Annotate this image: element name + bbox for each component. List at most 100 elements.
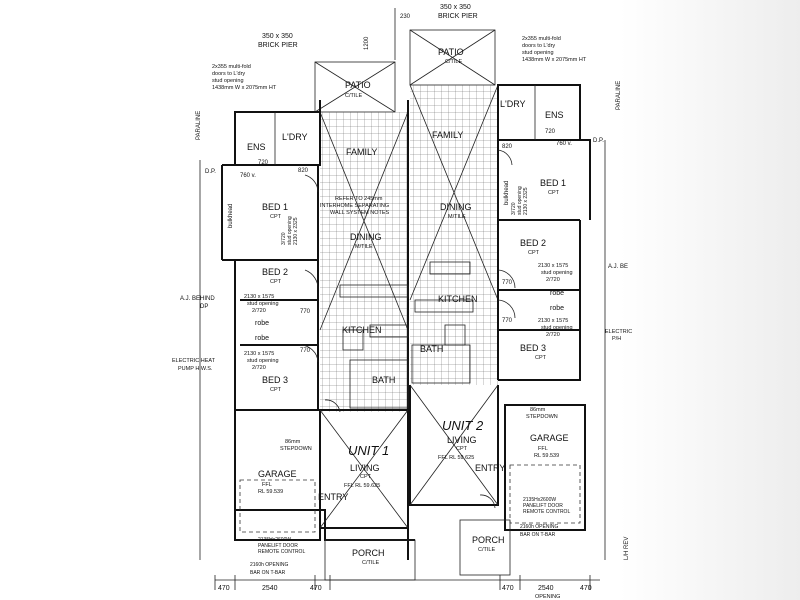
unit-2-porch-floor: C/TILE [478,547,495,553]
dim-1200: 1200 [364,36,370,50]
unit-1-living-rl: FFL RL 59.625 [344,483,380,489]
dim-bottom-right-3: 470 [580,585,592,592]
unit-1-garage-ffl: FFL [262,482,272,488]
unit-1-family-label: FAMILY [346,147,377,157]
unit-2-bed3-stud-2: stud opening [541,325,573,331]
unit-1-robe-1: robe [255,320,269,327]
unit-2-kitchen-label: KITCHEN [438,294,478,304]
unit-1-kitchen-label: KITCHEN [342,325,382,335]
unit-2-dining-floor: M/TILE [448,214,466,220]
unit-2-bed1-cpt: CPT [548,190,560,196]
unit-2-paraline: PARALINE [616,81,622,110]
unit-1-heat-pump-2: PUMP H.W.S. [178,366,213,372]
unit-1-bed1-cpt: CPT [270,214,282,220]
unit-2-bed1-stud: 3/720 [511,202,517,215]
unit-1-bed3-stud-2: stud opening [247,358,279,364]
unit-2-window-720: 720 [545,129,556,135]
unit-2-bulkhead: bulkhead [504,181,510,205]
unit-1-living-walls [319,409,409,529]
unit-1-bed2-stud: 2130 x 1575 [244,294,274,300]
unit-2-bed1-label: BED 1 [540,178,566,188]
unit-1-garage-stepdown: 86mm [285,439,301,445]
unit-1-ens-label: ENS [247,142,266,152]
unit-2-dining-label: DINING [440,202,472,212]
unit-1-ens-ldry-walls [234,111,321,166]
unit-2-multifold-note-3: stud opening [522,50,554,56]
unit-2-robe-1: robe [550,290,564,297]
unit-1-dining-label: DINING [350,232,382,242]
unit-2-porch-area [459,519,511,576]
unit-1-window-760: 760 v. [240,173,256,179]
unit-1-window-770a: 770 [300,309,311,315]
unit-2-bed3-stud-3: 2/720 [546,332,560,338]
unit-2-window-770b: 770 [502,318,513,324]
unit-2-panelift-2: PANELIFT DOOR [523,503,563,509]
unit-2-multifold-note-2: doors to L'dry [522,43,555,49]
unit-1-dp-top: D.P. [205,169,216,175]
unit-2-living-rl: FFL RL 59.625 [438,455,474,461]
unit-1-window-820: 820 [298,168,309,174]
unit-1-bed1-stud-3: 2130 x 2325 [293,217,299,245]
unit-1-name: UNIT 1 [348,443,389,458]
dim-bottom-left-3: 470 [310,585,322,592]
unit-2-living-cpt: CPT [456,446,468,452]
unit-1-panelift-3: REMOTE CONTROL [258,549,305,555]
unit-2-bed2-cpt: CPT [528,250,540,256]
unit-2-garage-stepdown-2: STEPDOWN [526,414,558,420]
unit-1-separating-note-3: WALL SYSTEM NOTES [330,210,390,216]
unit-1-bed1-stud: 3/720 [281,232,287,245]
unit-1-bed3-cpt: CPT [270,387,282,393]
dim-bottom-left-1: 470 [218,585,230,592]
unit-1-patio-label: PATIO [345,80,371,90]
unit-2-bed2-stud: 2130 x 1575 [538,263,568,269]
unit-1-entry-label: ENTRY [318,492,348,502]
unit-2-patio-floor: C/TILE [445,59,462,65]
dim-bottom-left-2: 2540 [262,585,278,592]
unit-1-separating-note-2: INTERHOME SEPARATING [320,203,389,209]
unit-2-garage-ffl: FFL [538,446,548,452]
unit-1-bed1-stud-2: stud opening [287,216,293,245]
unit-2-multifold-note-4: 1438mm W x 2075mm HT [522,57,587,63]
unit-1-bed2-stud-2: stud opening [247,301,279,307]
unit-2-brick-pier-label: BRICK PIER [438,13,478,20]
unit-1-garage-label: GARAGE [258,469,297,479]
unit-1-bed3-label: BED 3 [262,375,288,385]
unit-1-garage-stepdown-2: STEPDOWN [280,446,312,452]
unit-1-multifold-note-3: stud opening [212,78,244,84]
unit-1-brick-pier-label: BRICK PIER [258,42,298,49]
unit-2-bed2-label: BED 2 [520,238,546,248]
unit-2-panelift-3: REMOTE CONTROL [523,509,570,515]
unit-2-garage-walls [504,404,586,531]
unit-2-family-label: FAMILY [432,130,463,140]
unit-1-patio-floor: C/TILE [345,93,362,99]
dim-bottom-opening: OPENING [535,594,560,600]
unit-2-bed3-stud: 2130 x 1575 [538,318,568,324]
unit-1-plan [221,61,416,581]
dimension-lines [199,8,606,590]
dim-bottom-right-1: 470 [502,585,514,592]
unit-1-bed1-label: BED 1 [262,202,288,212]
unit-2-bar: BAR ON T-BAR [520,532,556,538]
unit-2-panelift: 2135Hx2600W [523,497,556,503]
unit-1-robe-2: robe [255,335,269,342]
unit-2-aj-note: A.J. BE [608,264,628,270]
revision-note: L/H REV [624,537,630,560]
unit-1-living-label: LIVING [350,463,380,473]
unit-1-bed2-stud-3: 2/720 [252,308,266,314]
unit-2-living-label: LIVING [447,435,477,445]
dim-230: 230 [400,14,411,20]
unit-1-tiled-floor [320,112,408,412]
unit-1-brick-pier-dim: 350 x 350 [262,33,293,40]
unit-1-dining-floor: M/TILE [355,244,373,250]
unit-1-multifold-note: 2x355 multi-fold [212,64,251,70]
unit-1-multifold-note-2: doors to L'dry [212,71,245,77]
unit-1-multifold-note-4: 1438mm W x 2075mm HT [212,85,277,91]
unit-2-window-770a: 770 [502,280,513,286]
unit-1-porch-floor: C/TILE [362,560,379,566]
unit-1-bath-label: BATH [372,375,395,385]
unit-2-bed1-stud-2: stud opening [517,186,523,215]
unit-2-ens-ldry-walls [497,84,581,141]
unit-2-dp-top: D.P. [593,138,604,144]
unit-2-garage-stepdown: 86mm [530,407,546,413]
unit-2-bed3-label: BED 3 [520,343,546,353]
